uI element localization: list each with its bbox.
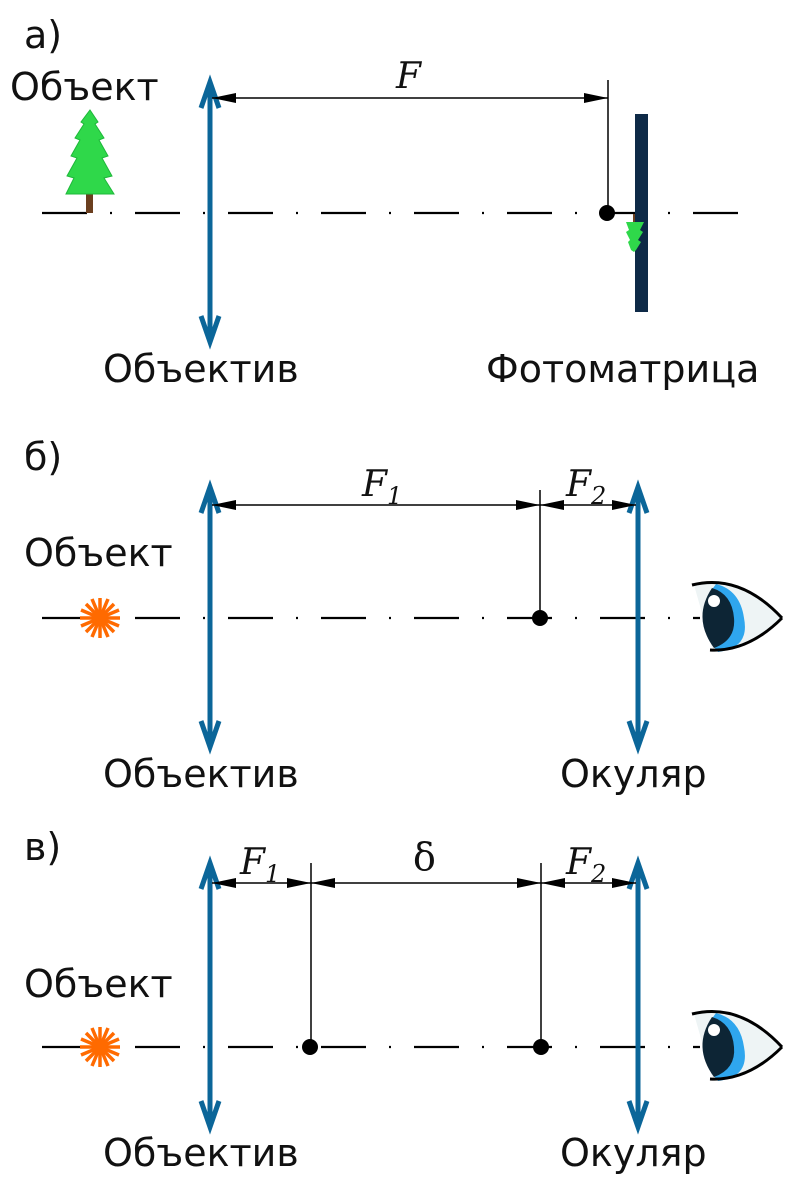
objective-label: Объектив xyxy=(103,1131,299,1175)
objective-label: Объектив xyxy=(103,752,299,796)
common-focal-point xyxy=(532,610,548,626)
tree-icon xyxy=(65,109,115,213)
objective-focal-point xyxy=(302,1039,318,1055)
sensor-matrix xyxy=(635,114,648,312)
panel-c: в) Объект F1 δ F2 xyxy=(24,825,784,1175)
sensor-label: Фотоматрица xyxy=(486,347,759,391)
optical-interval-label: δ xyxy=(413,835,436,879)
panel-c-tag: в) xyxy=(24,825,61,869)
panel-b-tag: б) xyxy=(24,435,62,479)
objective-lens xyxy=(198,855,222,1135)
focal-length-label: F xyxy=(395,56,423,97)
objective-label: Объектив xyxy=(103,347,299,391)
point-source-star-icon xyxy=(80,598,120,638)
panel-b: б) Объект F1 F2 xyxy=(24,435,784,796)
eye-icon xyxy=(691,581,784,652)
eye-icon xyxy=(691,1010,784,1081)
object-label: Объект xyxy=(24,531,173,575)
panel-a-tag: а) xyxy=(24,13,62,57)
panel-a: а) Объект F Объектив Фотоматрица xyxy=(10,13,760,391)
image-tree-icon xyxy=(626,214,644,252)
eyepiece-lens xyxy=(626,855,650,1135)
f1-label: F1 xyxy=(361,464,402,510)
f2-label: F2 xyxy=(565,842,606,888)
eyepiece-focal-point xyxy=(533,1039,549,1055)
f1-label: F1 xyxy=(239,842,280,888)
eyepiece-label: Окуляр xyxy=(560,752,707,796)
object-label: Объект xyxy=(24,962,173,1006)
object-label: Объект xyxy=(10,65,159,109)
point-source-star-icon xyxy=(80,1027,120,1067)
focal-point xyxy=(599,205,615,221)
f2-label: F2 xyxy=(565,464,606,510)
eyepiece-label: Окуляр xyxy=(560,1131,707,1175)
